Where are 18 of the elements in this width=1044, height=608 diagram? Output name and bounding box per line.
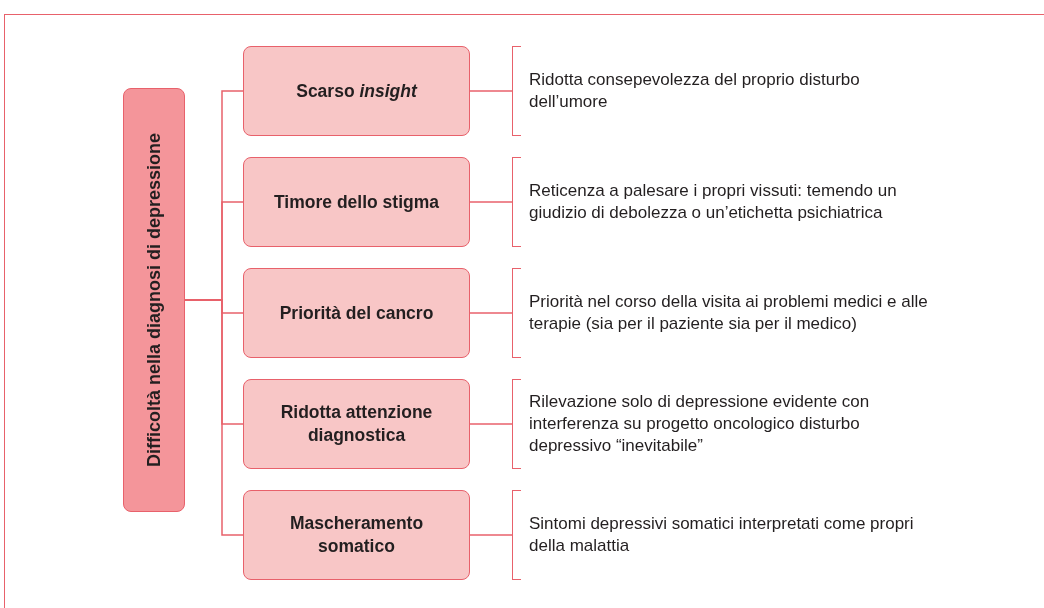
- description-text: Priorità nel corso della visita ai problemi medici e alle terapie (sia per il paziente sia per il medico): [528, 291, 929, 335]
- connector-line: [469, 534, 513, 536]
- connector-line: [469, 312, 513, 314]
- description-text: Reticenza a palesare i propri vissuti: temendo un giudizio di debolezza o un’etichetta psichiatrica: [528, 180, 898, 224]
- connector-line: [469, 201, 513, 203]
- category-box: Priorità del cancro: [243, 268, 470, 358]
- connector-line: [469, 423, 513, 425]
- connector-line: [469, 90, 513, 92]
- description-text: Ridotta consepevolezza del proprio disturbo dell’umore: [528, 69, 861, 113]
- category-box: Timore dello stigma: [243, 157, 470, 247]
- category-box: Mascheramento somatico: [243, 490, 470, 580]
- category-box: Scarso insight: [243, 46, 470, 136]
- description-text: Sintomi depressivi somatici interpretati come propri della malattia: [528, 513, 915, 557]
- title-box: [123, 88, 185, 512]
- description-text: Rilevazione solo di depressione evidente con interferenza su progetto oncologico disturbo depressivo “inevitabile”: [528, 391, 871, 457]
- vertical-title: Difficoltà nella diagnosi di depressione: [143, 132, 165, 468]
- connector-line: [184, 299, 244, 536]
- category-box: Ridotta attenzione diagnostica: [243, 379, 470, 469]
